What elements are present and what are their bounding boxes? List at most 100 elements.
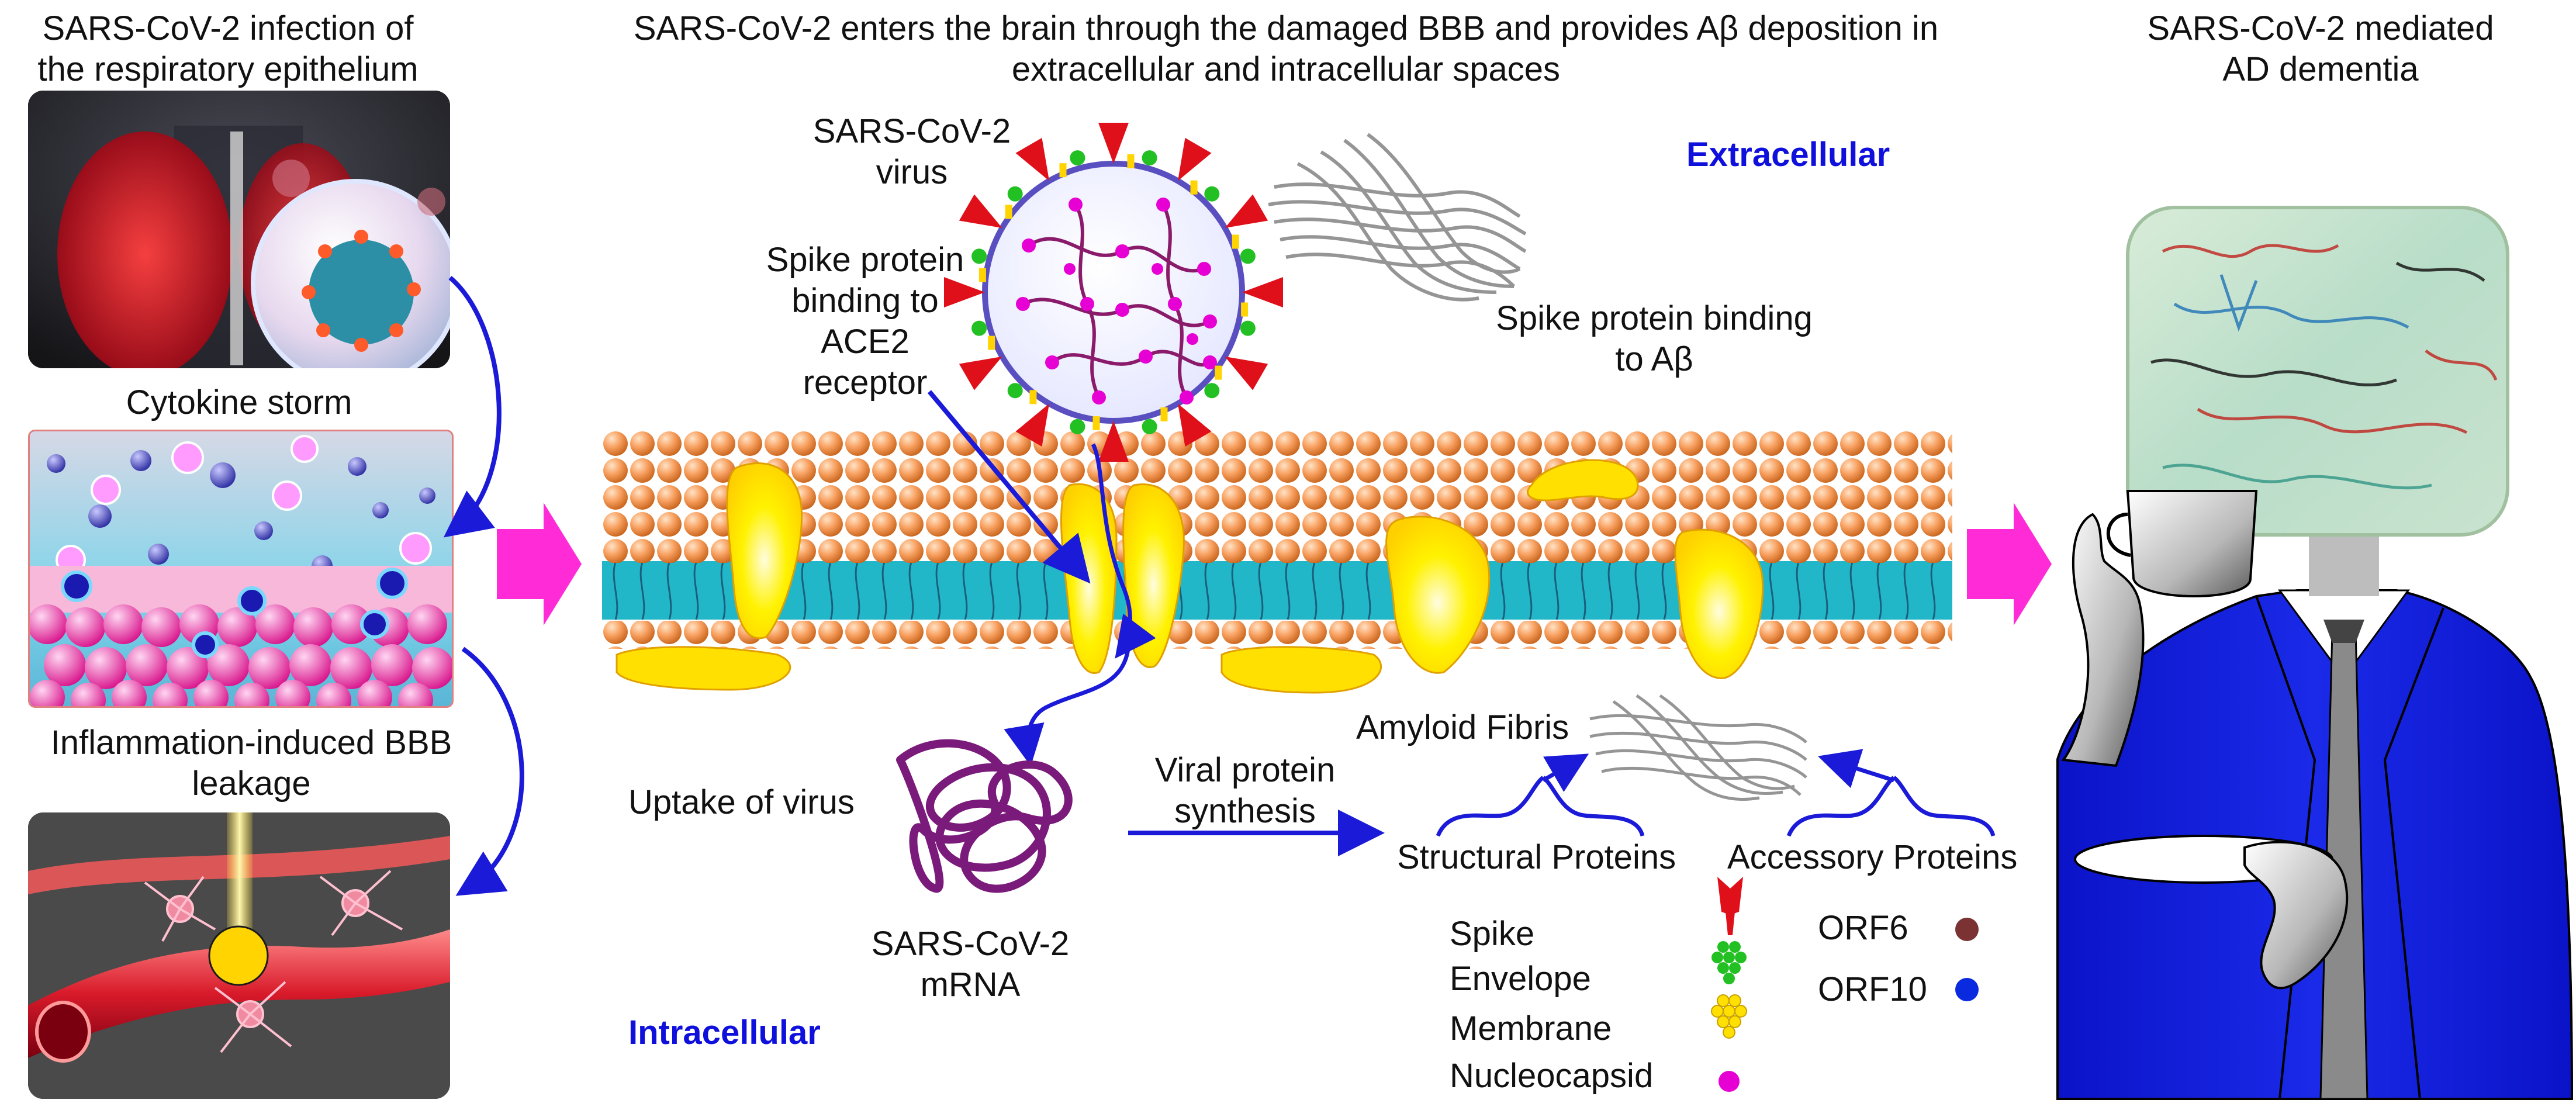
legend-orf10: ORF10 xyxy=(1818,970,1927,1008)
left-to-center-arrow xyxy=(497,503,582,625)
lipid-tail xyxy=(989,562,995,620)
virus-membrane-protein xyxy=(1127,154,1135,168)
virus-membrane-protein xyxy=(1190,180,1198,195)
virus-membrane-protein xyxy=(1215,365,1222,380)
cytokine-storm-image xyxy=(28,430,454,708)
hand-holding-cup xyxy=(2061,513,2145,767)
virus-spike xyxy=(1178,137,1212,181)
amyloid-label: Amyloid Fibris xyxy=(1356,708,1569,746)
lipid-tail xyxy=(962,562,968,620)
lipid-tail xyxy=(1312,562,1318,620)
virus-envelope-protein xyxy=(1240,248,1256,264)
lipid-tail xyxy=(613,562,618,620)
legend-orf6: ORF6 xyxy=(1818,909,1908,947)
infection-to-cytokine-arrow xyxy=(443,275,502,538)
lipid-tail xyxy=(1823,562,1828,620)
envelope-legend-icon xyxy=(1711,941,1747,984)
spike-ace2-arrow xyxy=(927,390,1091,584)
virus-envelope-protein xyxy=(971,248,987,264)
lipid-tail xyxy=(855,562,860,620)
amyloid-fibrils-bottom xyxy=(1589,694,1807,801)
lipid-tail xyxy=(908,562,914,620)
mrna-label: SARS-CoV-2 mRNA xyxy=(871,925,1070,1004)
membrane-legend-icon xyxy=(1711,994,1747,1039)
extracellular-label: Extracellular xyxy=(1686,136,1890,174)
amyloid-fibrils-top xyxy=(1268,133,1527,302)
virus-label: SARS-CoV-2 virus xyxy=(812,112,1011,191)
lipid-tail xyxy=(1769,562,1775,620)
virus-spike xyxy=(944,277,985,307)
virus-spike xyxy=(959,194,1002,228)
right-title: SARS-CoV-2 mediated AD dementia xyxy=(2147,9,2494,88)
mrna-coil xyxy=(896,739,1073,893)
lipid-tail xyxy=(1231,562,1237,620)
virus-spike xyxy=(959,357,1002,390)
legend-envelope: Envelope xyxy=(1450,960,1591,998)
lipid-tail xyxy=(1634,562,1640,620)
membrane-protein-left xyxy=(726,462,803,639)
spike-ace2-label: Spike protein binding to ACE2 receptor xyxy=(766,241,964,402)
peripheral-protein-top xyxy=(1527,459,1639,502)
cytokine-to-bbb-arrow xyxy=(455,646,524,896)
peripheral-protein-bottom-mid xyxy=(1220,646,1382,694)
virus-envelope-protein xyxy=(1204,383,1220,399)
lipid-tail xyxy=(1285,562,1291,620)
virus-spike xyxy=(1178,403,1212,447)
lipid-tail xyxy=(639,562,645,620)
virus-spike xyxy=(1015,403,1049,447)
coffee-cup xyxy=(2126,490,2258,597)
virus-membrane-protein xyxy=(1160,407,1168,421)
structural-to-fibril-arrow xyxy=(1542,753,1589,792)
lipid-tail xyxy=(1339,562,1344,620)
virus-membrane-protein xyxy=(1059,163,1067,178)
virus-envelope-protein xyxy=(971,320,987,336)
peripheral-protein-bottom-left xyxy=(616,646,791,691)
lipid-tail xyxy=(881,562,887,620)
spike-legend-icon xyxy=(1717,877,1743,935)
virus-spike xyxy=(1098,123,1129,164)
virus-membrane-protein xyxy=(988,336,995,350)
lipid-tail xyxy=(1258,562,1264,620)
center-title: SARS-CoV-2 enters the brain through the … xyxy=(633,9,1939,88)
lipid-tail xyxy=(1527,562,1533,620)
lipid-tail xyxy=(1607,562,1613,620)
cytokine-title: Cytokine storm xyxy=(126,383,352,421)
virus-envelope-protein xyxy=(1070,150,1085,166)
virus-envelope-protein xyxy=(1007,186,1023,202)
lipid-tail xyxy=(1849,562,1855,620)
lipid-tail xyxy=(1016,562,1022,620)
accessory-brace xyxy=(1786,776,1996,837)
orf6-legend-icon xyxy=(1955,918,1979,941)
lipid-tail xyxy=(1554,562,1560,620)
virus-membrane-protein xyxy=(978,268,986,282)
painting-head xyxy=(2126,206,2509,537)
virus-membrane-protein xyxy=(1232,234,1239,249)
suit-jacket xyxy=(2056,589,2574,1100)
virus-envelope-protein xyxy=(1204,186,1220,202)
lipid-tail xyxy=(666,562,672,620)
painting-scribbles xyxy=(2150,244,2498,490)
neck xyxy=(2309,526,2379,596)
virus-membrane-protein xyxy=(1092,416,1100,431)
uptake-arrow xyxy=(1004,648,1130,766)
center-to-right-arrow xyxy=(1967,503,2052,625)
virus-spike xyxy=(1242,277,1283,307)
structural-label: Structural Proteins xyxy=(1397,838,1676,876)
virus-spike xyxy=(1225,357,1268,390)
lipid-tail xyxy=(720,562,726,620)
virus-envelope-protein xyxy=(1007,383,1023,399)
spike-abeta-label: Spike protein binding to Aβ xyxy=(1496,299,1813,378)
virus-spike xyxy=(1098,421,1129,462)
lipid-tail xyxy=(1876,562,1882,620)
infection-title: SARS-CoV-2 infection of the respiratory … xyxy=(37,9,419,88)
virus-envelope-protein xyxy=(1240,320,1256,336)
virus-envelope-protein xyxy=(1070,419,1085,434)
accessory-label: Accessory Proteins xyxy=(1727,838,2018,876)
lipid-tail xyxy=(1204,562,1210,620)
nucleocapsid-legend-icon xyxy=(1719,1071,1740,1092)
hand-holding-saucer xyxy=(2243,841,2349,990)
lipid-tail xyxy=(1500,562,1506,620)
